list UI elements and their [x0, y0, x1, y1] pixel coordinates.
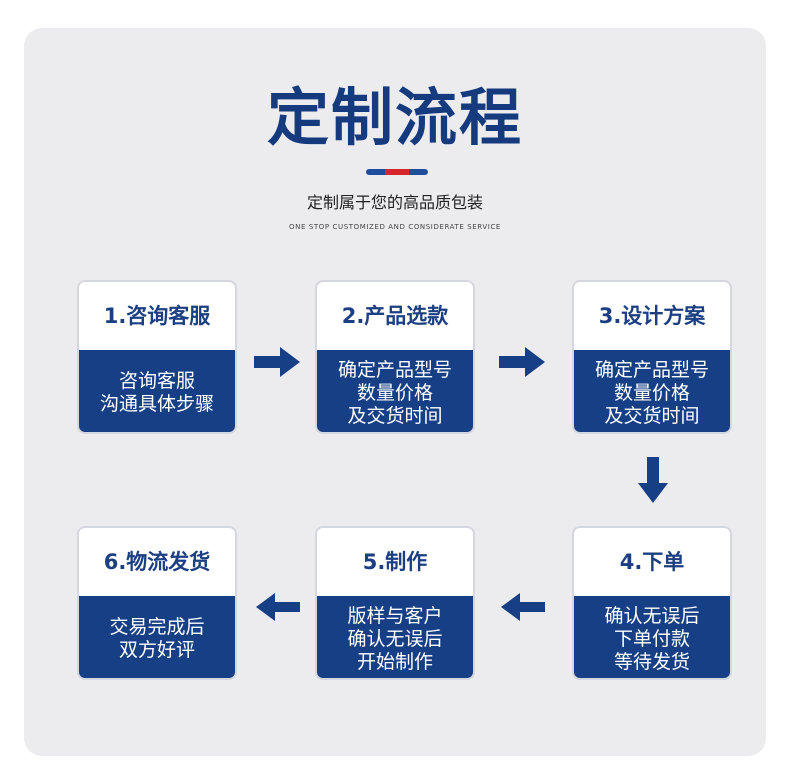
step-description: 确定产品型号 数量价格 及交货时间 [574, 350, 730, 432]
step-line: 及交货时间 [604, 404, 700, 427]
arrow-right-icon [499, 347, 545, 377]
step-line: 咨询客服 [118, 370, 195, 392]
step-line: 交易完成后 [109, 616, 205, 638]
arrow-left-icon [256, 593, 300, 621]
step-title: 3.设计方案 [598, 304, 706, 328]
step-line: 及交货时间 [347, 404, 443, 427]
step-card-6: 6.物流发货 交易完成后 双方好评 [77, 526, 237, 680]
step-card-2: 2.产品选款 确定产品型号 数量价格 及交货时间 [315, 280, 475, 434]
page-subtitle: 定制属于您的高品质包装 [306, 193, 483, 212]
step-card-4: 4.下单 确认无误后 下单付款 等待发货 [572, 526, 732, 680]
step-description: 确认无误后 下单付款 等待发货 [574, 596, 730, 678]
step-line: 双方好评 [118, 639, 195, 661]
step-title: 5.制作 [362, 550, 428, 574]
step-card-1: 1.咨询客服 咨询客服 沟通具体步骤 [77, 280, 237, 434]
step-line: 沟通具体步骤 [99, 393, 214, 415]
step-description: 咨询客服 沟通具体步骤 [79, 350, 235, 432]
page-title: 定制流程 [266, 81, 523, 154]
step-title: 6.物流发货 [103, 550, 211, 574]
step-line: 确认无误后 [347, 627, 443, 650]
step-line: 确定产品型号 [337, 358, 452, 381]
step-card-3: 3.设计方案 确定产品型号 数量价格 及交货时间 [572, 280, 732, 434]
step-line: 下单付款 [613, 627, 690, 650]
step-description: 确定产品型号 数量价格 及交货时间 [317, 350, 473, 432]
step-description: 版样与客户 确认无误后 开始制作 [317, 596, 473, 678]
arrow-right-icon [254, 347, 300, 377]
step-line: 数量价格 [356, 381, 433, 404]
step-description: 交易完成后 双方好评 [79, 596, 235, 678]
step-title: 2.产品选款 [341, 304, 449, 328]
arrow-left-icon [501, 593, 545, 621]
step-title: 1.咨询客服 [103, 304, 211, 328]
title-underline [366, 169, 428, 175]
step-line: 确认无误后 [604, 604, 700, 627]
step-line: 等待发货 [613, 650, 690, 673]
title-underline-accent [385, 169, 409, 175]
step-line: 版样与客户 [347, 604, 443, 627]
step-line: 确定产品型号 [594, 358, 709, 381]
step-line: 数量价格 [613, 381, 690, 404]
arrow-down-icon [638, 457, 668, 503]
step-line: 开始制作 [356, 650, 433, 673]
step-card-5: 5.制作 版样与客户 确认无误后 开始制作 [315, 526, 475, 680]
step-title: 4.下单 [619, 550, 685, 574]
page-subtitle-english: ONE STOP CUSTOMIZED AND CONSIDERATE SERV… [289, 223, 501, 231]
